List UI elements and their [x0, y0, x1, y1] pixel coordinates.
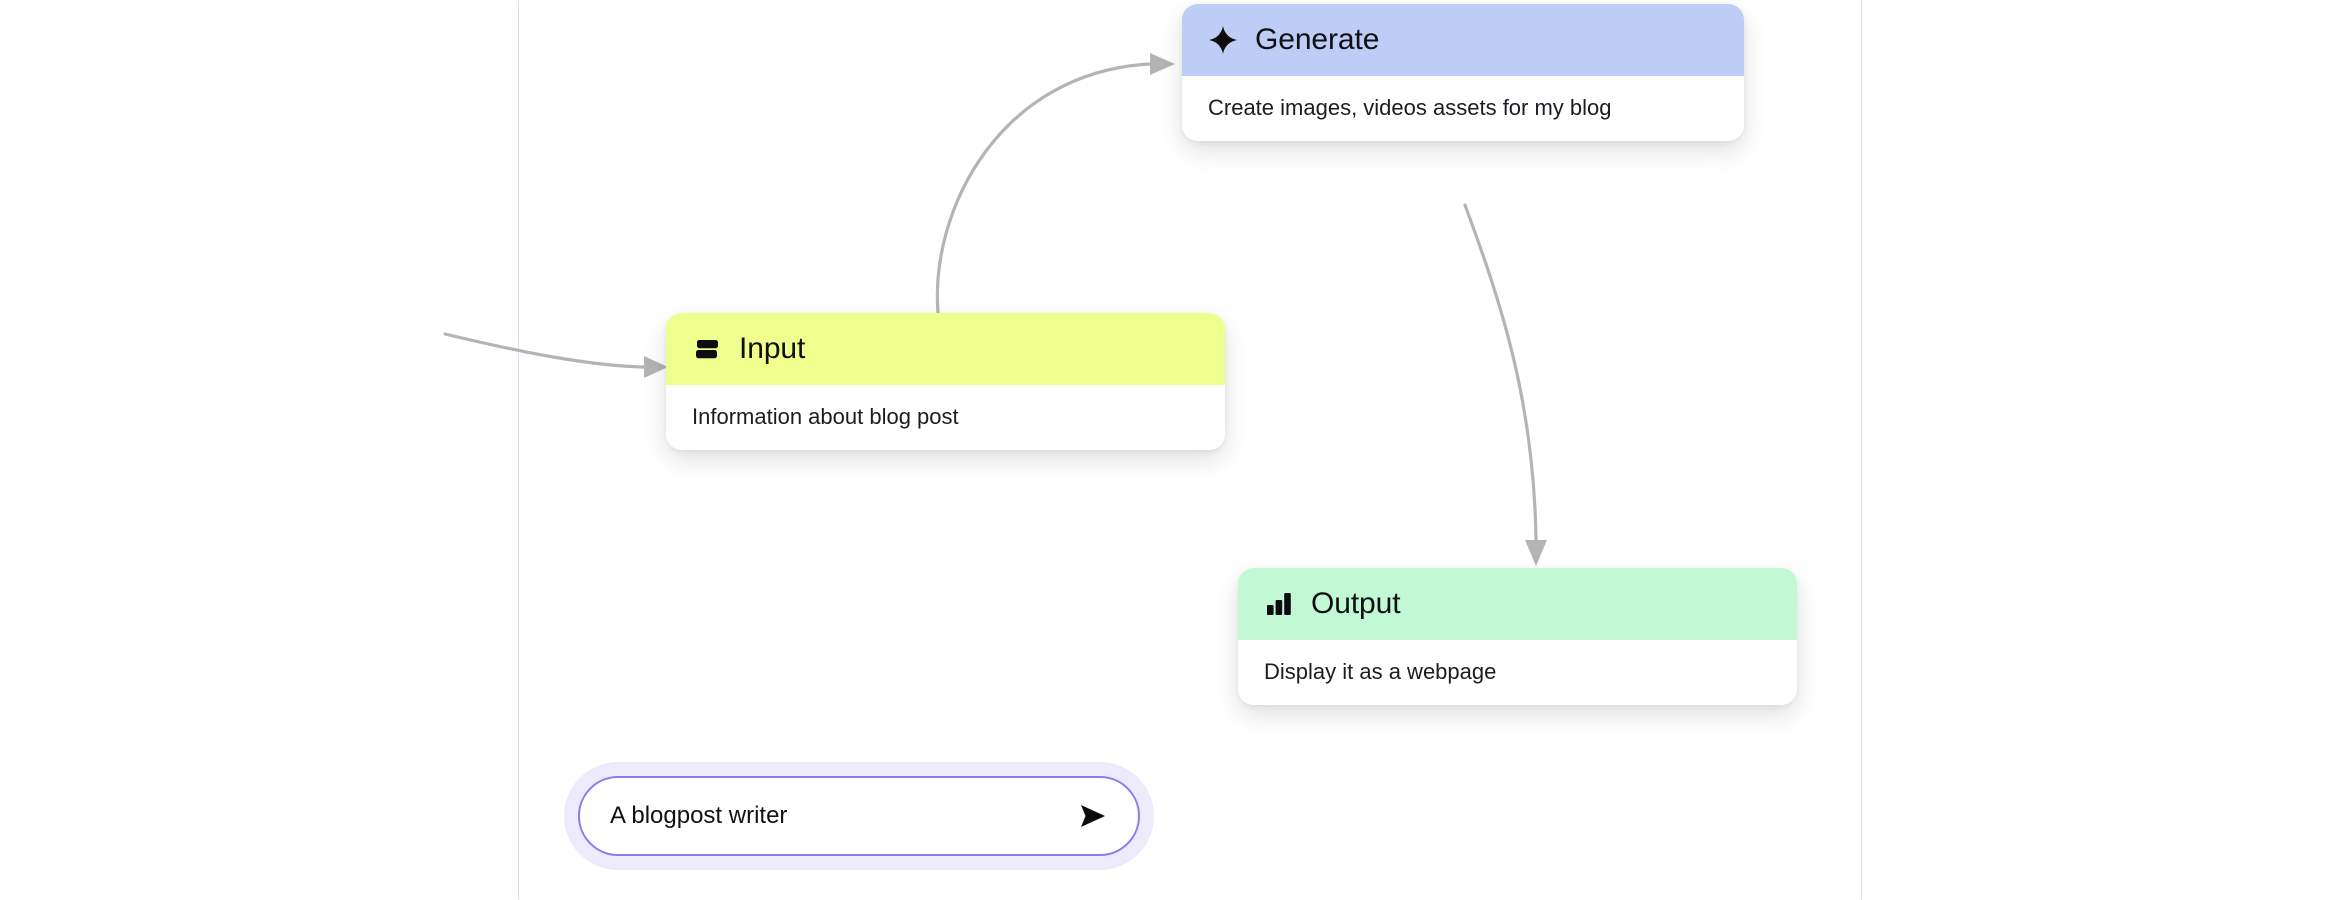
node-output-description: Display it as a webpage	[1264, 659, 1497, 685]
node-generate-body[interactable]: Create images, videos assets for my blog	[1182, 76, 1744, 141]
prompt-input-field[interactable]: A blogpost writer	[578, 776, 1140, 856]
node-input[interactable]: Input Information about blog post	[666, 313, 1225, 450]
node-generate-title: Generate	[1255, 23, 1380, 56]
prompt-bar-halo: A blogpost writer	[564, 762, 1154, 870]
node-input-body[interactable]: Information about blog post	[666, 385, 1225, 450]
bar-chart-icon	[1264, 589, 1294, 619]
send-arrow-icon[interactable]	[1072, 796, 1112, 836]
node-output-title: Output	[1311, 587, 1401, 620]
node-generate-header[interactable]: Generate	[1182, 4, 1744, 76]
node-generate[interactable]: Generate Create images, videos assets fo…	[1182, 4, 1744, 141]
rows-icon	[692, 334, 722, 364]
node-output-header[interactable]: Output	[1238, 568, 1797, 640]
edge-incoming-to-input	[443, 332, 668, 378]
node-input-description: Information about blog post	[692, 404, 959, 430]
node-output-body[interactable]: Display it as a webpage	[1238, 640, 1797, 705]
sparkle-icon	[1208, 25, 1238, 55]
prompt-input-value[interactable]: A blogpost writer	[610, 802, 788, 829]
node-input-header[interactable]: Input	[666, 313, 1225, 385]
edge-generate-to-output	[1463, 203, 1547, 566]
node-input-title: Input	[739, 332, 806, 365]
node-output[interactable]: Output Display it as a webpage	[1238, 568, 1797, 705]
node-generate-description: Create images, videos assets for my blog	[1208, 95, 1612, 121]
edge-input-to-generate	[935, 53, 1175, 314]
